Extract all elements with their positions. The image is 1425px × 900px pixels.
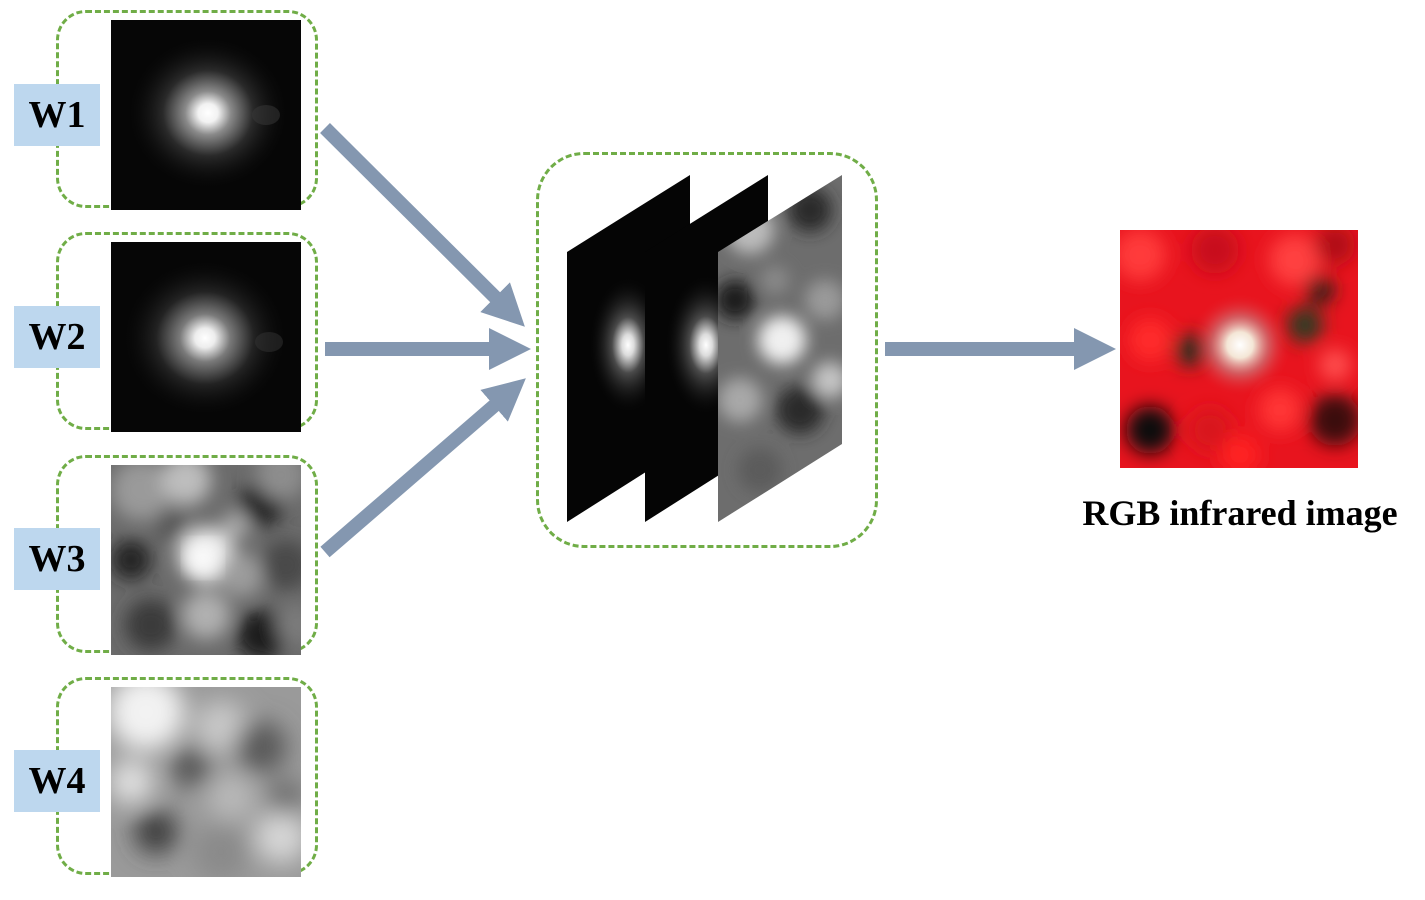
band-w1-label: W1 [14, 84, 100, 146]
arrow-right-icon [320, 378, 526, 558]
band-w4-image [111, 687, 301, 877]
band-w4-label: W4 [14, 750, 100, 812]
stack-frame [536, 152, 878, 548]
rgb-output-image [1120, 230, 1358, 468]
band-w3-label: W3 [14, 528, 100, 590]
band-w1-image [111, 20, 301, 210]
arrow-right-icon [320, 123, 525, 327]
band-w3-image [111, 465, 301, 655]
band-w2-image [111, 242, 301, 432]
band-w2-label: W2 [14, 306, 100, 368]
output-caption: RGB infrared image [1082, 493, 1398, 533]
band-stack [567, 175, 842, 522]
stack-layer-3 [718, 175, 842, 522]
